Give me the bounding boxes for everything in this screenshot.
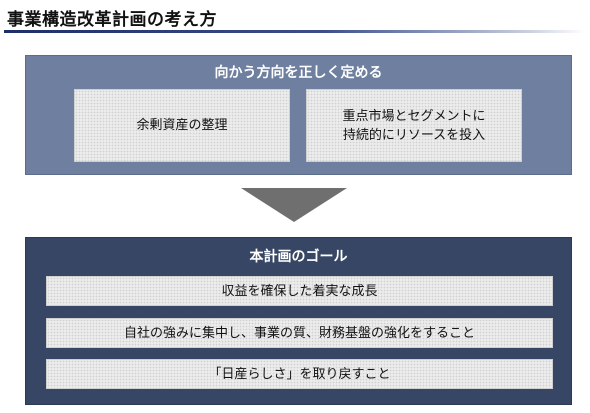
direction-item-resource-focus: 重点市場とセグメントに 持続的にリソースを投入 [306, 89, 522, 162]
goal-item-growth: 収益を確保した着実な成長 [46, 276, 553, 306]
goal-item-text: 「日産らしさ」を取り戻すこと [208, 366, 391, 382]
goal-item-nissan-identity: 「日産らしさ」を取り戻すこと [46, 359, 553, 389]
direction-item-text-line-1: 重点市場とセグメントに [342, 108, 486, 124]
goal-item-text: 自社の強みに集中し、事業の質、財務基盤の強化をすること [123, 325, 475, 341]
direction-item-text: 余剰資産の整理 [136, 118, 228, 133]
goal-panel: 本計画のゴール 収益を確保した着実な成長 自社の強みに集中し、事業の質、財務基盤… [25, 237, 572, 405]
direction-panel: 向かう方向を正しく定める 余剰資産の整理 重点市場とセグメントに 持続的にリソー… [25, 55, 572, 175]
direction-heading: 向かう方向を正しく定める [214, 65, 383, 81]
page-title: 事業構造改革計画の考え方 [7, 10, 217, 30]
direction-item-asset-cleanup: 余剰資産の整理 [74, 89, 290, 162]
direction-item-text-line-2: 持続的にリソースを投入 [342, 127, 486, 143]
down-arrow-icon [241, 188, 347, 222]
title-underline [4, 30, 586, 33]
goal-heading: 本計画のゴール [249, 249, 348, 265]
goal-item-text: 収益を確保した着実な成長 [221, 283, 378, 299]
goal-item-core-strengths: 自社の強みに集中し、事業の質、財務基盤の強化をすること [46, 318, 553, 348]
